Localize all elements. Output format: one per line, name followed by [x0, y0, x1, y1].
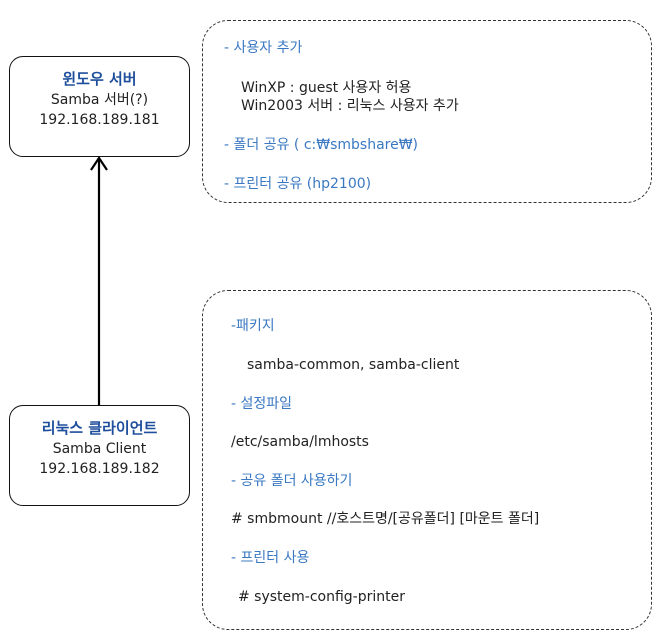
linux-client-box: 리눅스 클라이언트 Samba Client 192.168.189.182 — [9, 405, 190, 506]
winxp-note: WinXP : guest 사용자 허용 — [241, 80, 412, 96]
package-list: samba-common, samba-client — [247, 357, 460, 373]
server-title: 윈도우 서버 — [62, 70, 137, 88]
server-subtitle: Samba 서버(?) — [50, 92, 149, 108]
folder-share-note: - 폴더 공유 ( c:₩smbshare₩) — [224, 137, 419, 153]
server-notes-panel — [202, 20, 652, 203]
printer-heading: - 프린터 사용 — [231, 550, 310, 566]
win2003-note: Win2003 서버 : 리눅스 사용자 추가 — [241, 98, 459, 114]
mount-command: # smbmount //호스트명/[공유폴더] [마운트 폴더] — [231, 511, 540, 527]
add-user-heading: - 사용자 추가 — [224, 40, 303, 56]
client-title: 리눅스 클라이언트 — [41, 419, 158, 437]
config-heading: - 설정파일 — [231, 396, 293, 412]
config-file: /etc/samba/lmhosts — [231, 434, 369, 450]
server-ip: 192.168.189.181 — [39, 112, 160, 128]
windows-server-box: 윈도우 서버 Samba 서버(?) 192.168.189.181 — [9, 56, 190, 157]
client-ip: 192.168.189.182 — [39, 461, 160, 477]
printer-command: # system-config-printer — [238, 589, 406, 605]
client-notes-panel — [202, 290, 652, 630]
arrow-head-icon — [90, 156, 108, 171]
share-heading: - 공유 폴더 사용하기 — [231, 473, 353, 489]
client-subtitle: Samba Client — [52, 441, 147, 457]
package-heading: -패키지 — [231, 318, 275, 334]
printer-share-note: - 프린터 공유 (hp2100) — [224, 176, 372, 192]
